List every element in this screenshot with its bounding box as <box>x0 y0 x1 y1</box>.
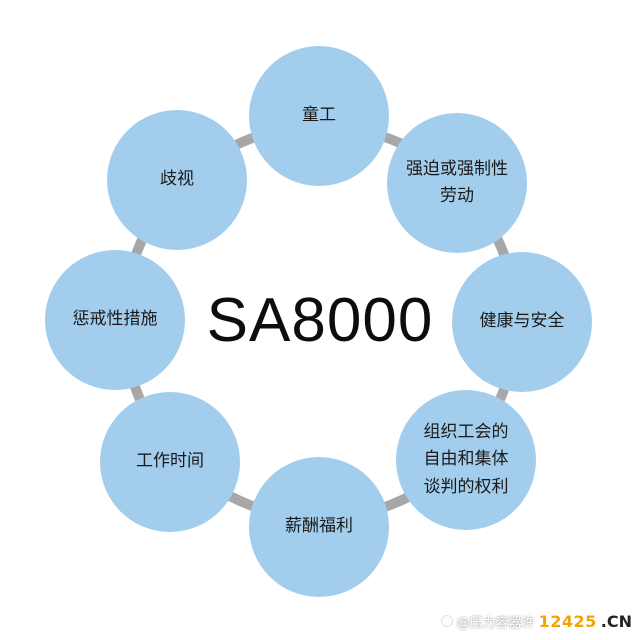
watermark-site-suffix: .CN <box>600 611 632 631</box>
node-forced-labor: 强迫或强制性 劳动 <box>387 113 527 253</box>
watermark-site-number: 12425 <box>538 611 597 631</box>
watermark-logo-icon <box>440 615 453 627</box>
node-label: 工作时间 <box>136 451 204 472</box>
node-label: 组织工会的 自由和集体 谈判的权利 <box>423 422 509 497</box>
node-label: 歧视 <box>160 169 194 190</box>
node-child-labor: 童工 <box>249 46 389 186</box>
node-freedom-of-association: 组织工会的 自由和集体 谈判的权利 <box>396 390 536 530</box>
node-label: 强迫或强制性 劳动 <box>406 158 508 206</box>
center-title: SA8000 <box>206 285 434 355</box>
node-label: 童工 <box>302 105 336 126</box>
node-remuneration: 薪酬福利 <box>249 457 389 597</box>
watermark-text: @压力容器许 <box>456 615 535 631</box>
node-health-safety: 健康与安全 <box>452 252 592 392</box>
node-disciplinary-practices: 惩戒性措施 <box>45 250 185 390</box>
node-label: 惩戒性措施 <box>72 309 158 330</box>
node-discrimination: 歧视 <box>107 110 247 250</box>
node-working-hours: 工作时间 <box>100 392 240 532</box>
node-label: 薪酬福利 <box>285 516 353 537</box>
node-label: 健康与安全 <box>479 311 565 332</box>
watermark: @压力容器许 12425 .CN <box>440 610 632 632</box>
